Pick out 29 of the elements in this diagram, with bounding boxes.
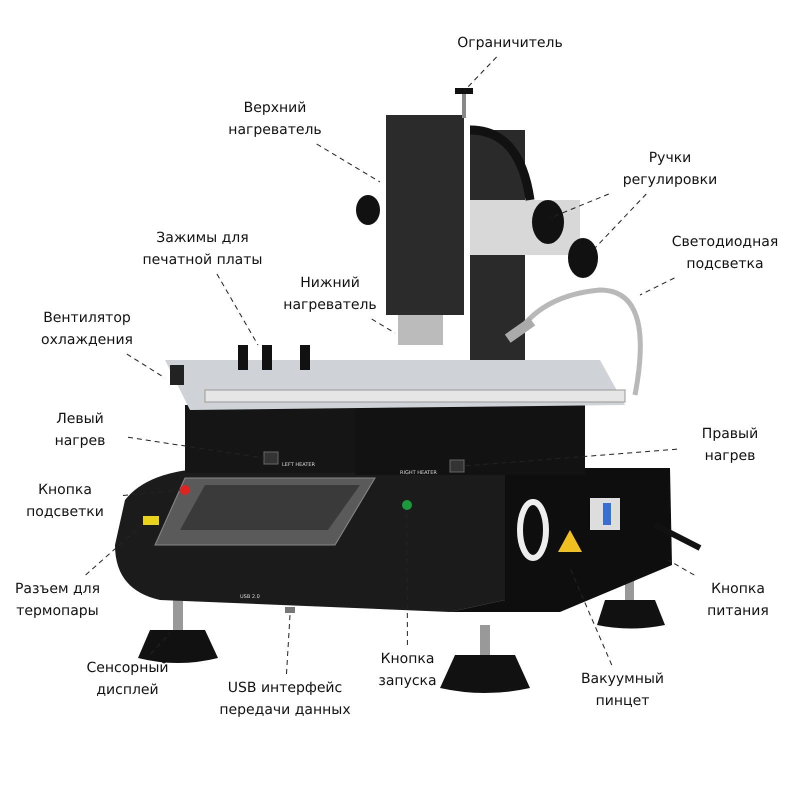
callout-label: Вентилятор охлаждения: [22, 307, 152, 351]
callout-label: Светодиодная подсветка: [650, 231, 800, 275]
leader-line: [126, 354, 166, 378]
leader-line: [316, 144, 380, 182]
callout-label: Кнопка питания: [688, 578, 788, 622]
leader-line: [128, 436, 264, 458]
leader-line: [150, 632, 170, 654]
callout-label: Сенсорный дисплей: [70, 657, 185, 701]
leader-line: [550, 194, 610, 218]
leader-line: [570, 568, 612, 666]
callout-label: Ограничитель: [440, 32, 580, 54]
leader-line: [464, 56, 498, 90]
leader-line: [668, 560, 695, 576]
callout-label: Нижний нагреватель: [270, 272, 390, 316]
callout-label: Зажимы для печатной платы: [130, 227, 275, 271]
callout-label: Вакуумный пинцет: [560, 668, 685, 712]
leader-line: [371, 318, 396, 334]
callout-label: Разъем для термопары: [0, 578, 115, 622]
callout-label: Кнопка подсветки: [10, 479, 120, 523]
leader-line: [464, 448, 678, 466]
leader-line: [85, 524, 144, 576]
leader-line: [640, 278, 675, 296]
leader-line: [594, 194, 647, 248]
callout-label: Левый нагрев: [35, 408, 125, 452]
callout-label: Верхний нагреватель: [215, 97, 335, 141]
callout-label: Правый нагрев: [680, 423, 780, 467]
leader-line: [286, 614, 290, 674]
callout-label: Ручки регулировки: [610, 147, 730, 191]
leader-line: [216, 274, 258, 346]
